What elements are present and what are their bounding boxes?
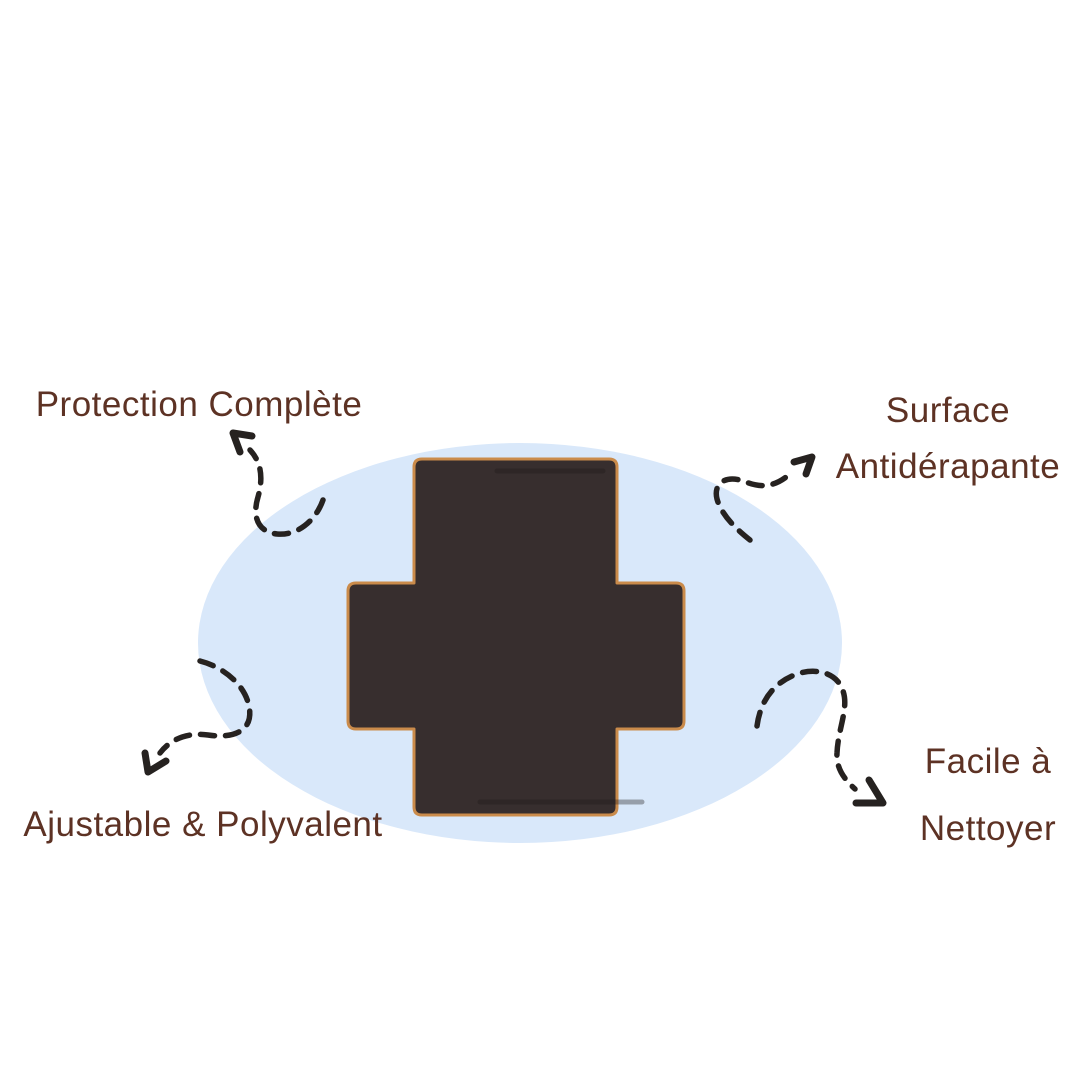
curved-arrow-bottom-right-icon <box>754 668 887 807</box>
arrow-bottom-left-head <box>141 749 170 776</box>
label-facile-a-nettoyer: Facile à Nettoyer <box>920 728 1056 862</box>
label-surface-antiderapante-line1: Surface <box>885 391 1011 430</box>
label-facile-a-nettoyer-line2: Nettoyer <box>919 809 1057 848</box>
product-mat <box>346 457 686 817</box>
label-facile-a-nettoyer-line1: Facile à <box>924 742 1052 781</box>
label-ajustable-polyvalent: Ajustable & Polyvalent <box>23 805 383 844</box>
arrow-top-left-head <box>229 429 256 456</box>
arrow-bottom-right-path <box>754 668 858 792</box>
label-surface-antiderapante-line2: Antidérapante <box>835 447 1061 486</box>
arrow-top-right-path <box>713 468 796 543</box>
arrow-top-right-head <box>790 453 816 478</box>
label-surface-antiderapante: Surface Antidérapante <box>836 383 1060 495</box>
curved-arrow-top-left-icon <box>229 429 326 537</box>
arrow-bottom-right-head <box>852 776 887 807</box>
arrow-top-left-path <box>247 447 326 537</box>
label-protection-complete: Protection Complète <box>35 385 363 424</box>
curved-arrow-top-right-icon <box>713 453 816 543</box>
arrow-bottom-left-path <box>157 658 253 756</box>
curved-arrow-bottom-left-icon <box>141 658 253 776</box>
